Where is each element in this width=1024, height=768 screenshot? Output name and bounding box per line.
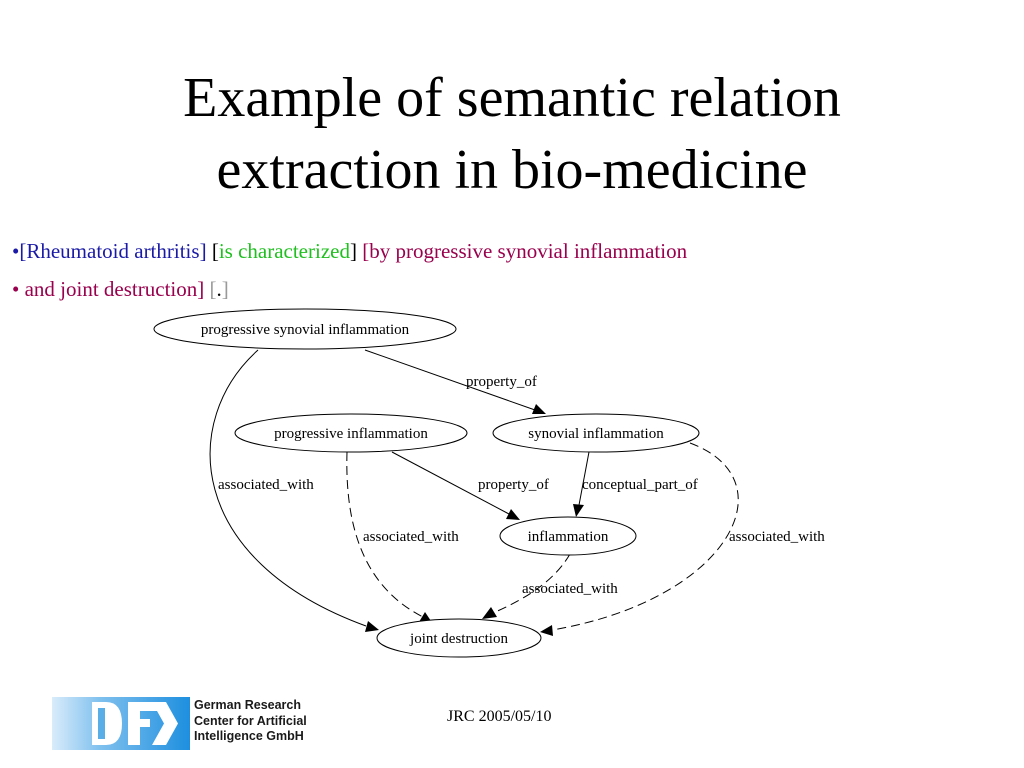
edge-si-to-inf: conceptual_part_of — [573, 451, 698, 517]
node-progressive-synovial-inflammation: progressive synovial inflammation — [153, 308, 457, 350]
entity-progressive-synovial-inflammation: [by progressive synovial inflammation — [356, 239, 688, 263]
edge-pi-to-inf: property_of — [391, 451, 549, 520]
slide-title-line-2: extraction in bio-medicine — [216, 139, 808, 201]
logo-line-3: Intelligence GmbH — [194, 729, 304, 743]
edge-label: associated_with — [363, 529, 459, 545]
dfki-logo: German Research Center for Artificial In… — [52, 697, 342, 753]
bracket-close: ] — [349, 239, 357, 263]
arrowhead — [540, 625, 553, 636]
entity-joint-destruction: • and joint destruction] — [12, 277, 205, 301]
edge-label: associated_with — [522, 581, 618, 597]
node-label: joint destruction — [409, 631, 508, 647]
bracket-open: [ — [209, 277, 217, 301]
bullet-2: • and joint destruction] [.] — [12, 276, 229, 302]
node-label: synovial inflammation — [528, 426, 664, 442]
bracket-close: ] — [221, 277, 229, 301]
arrowhead — [532, 404, 546, 414]
edge-psi-to-jd: associated_with — [209, 349, 379, 632]
node-label: progressive synovial inflammation — [201, 322, 410, 338]
bracket-open: [ — [211, 239, 219, 263]
relation-is-characterized: is characterized — [218, 239, 350, 263]
arrowhead — [365, 621, 379, 632]
edge-inf-to-jd: associated_with — [482, 553, 618, 619]
node-joint-destruction: joint destruction — [376, 618, 542, 658]
edge-label: conceptual_part_of — [582, 477, 698, 493]
edge-psi-to-si: property_of — [364, 349, 546, 414]
edge-label: property_of — [466, 374, 537, 390]
entity-rheumatoid-arthritis: •[Rheumatoid arthritis] — [12, 239, 207, 263]
node-label: inflammation — [528, 529, 609, 545]
node-progressive-inflammation: progressive inflammation — [234, 413, 468, 453]
slide-title: Example of semantic relation extraction … — [0, 62, 1024, 206]
arrowhead — [506, 509, 520, 520]
node-synovial-inflammation: synovial inflammation — [492, 413, 700, 453]
arrowhead — [573, 504, 584, 517]
footer-date: JRC 2005/05/10 — [447, 708, 552, 725]
node-inflammation: inflammation — [499, 516, 637, 556]
logo-line-2: Center for Artificial — [194, 713, 307, 728]
edge-label: associated_with — [218, 477, 314, 493]
edge-si-to-jd: associated_with — [540, 442, 825, 636]
edge-pi-to-jd: associated_with — [346, 451, 459, 624]
dfki-logo-text: German Research Center for Artificial In… — [194, 698, 307, 745]
dfki-logo-icon — [52, 697, 190, 750]
edge-label: property_of — [478, 477, 549, 493]
arrowhead — [482, 607, 497, 619]
logo-line-1: German Research — [194, 698, 302, 712]
slide-title-line-1: Example of semantic relation — [183, 67, 841, 129]
bullet-1: •[Rheumatoid arthritis] [is characterize… — [12, 238, 687, 264]
edge-label: associated_with — [729, 529, 825, 545]
period: . — [216, 277, 222, 301]
node-label: progressive inflammation — [274, 426, 428, 442]
